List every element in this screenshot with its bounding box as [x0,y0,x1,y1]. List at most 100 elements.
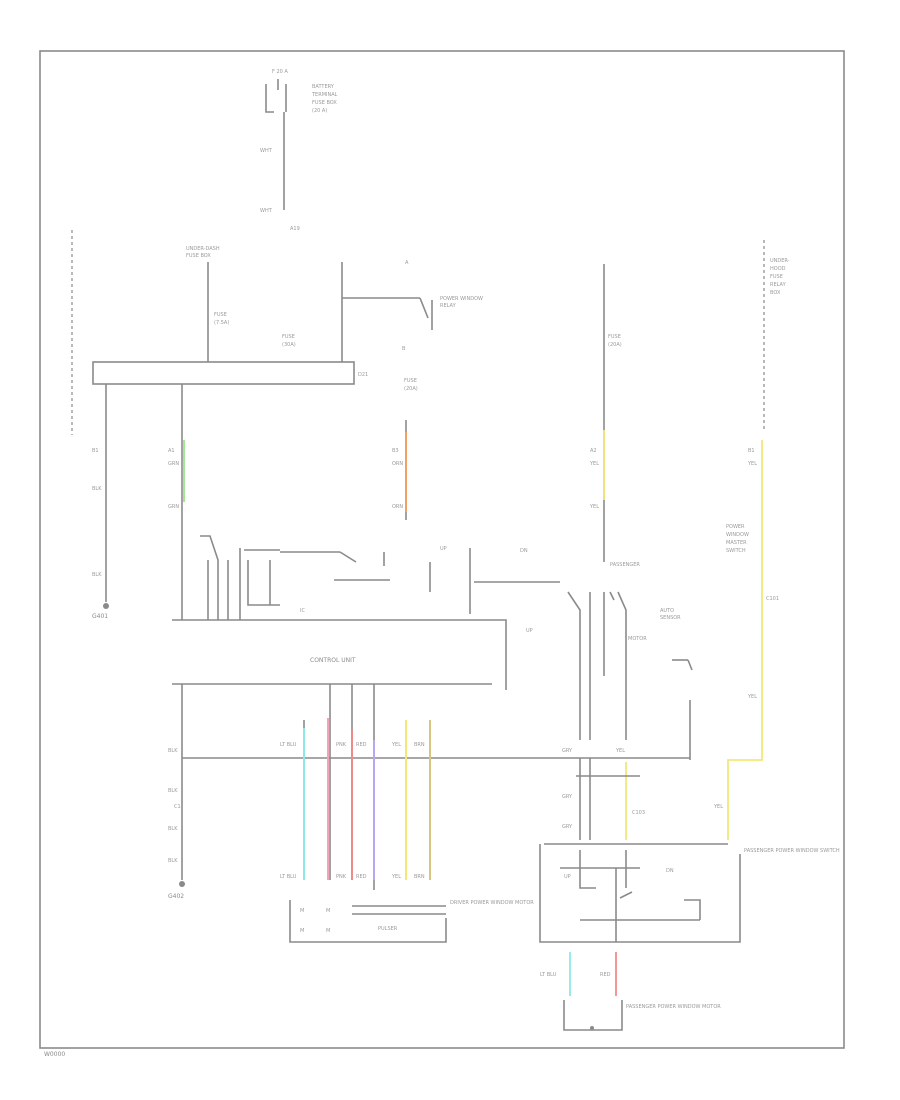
svg-text:LT BLU: LT BLU [280,874,297,880]
svg-text:C103: C103 [632,810,645,816]
svg-text:B3: B3 [392,448,399,454]
junction-block [92,361,355,385]
svg-text:LT BLU: LT BLU [540,972,557,978]
passenger-motor-label: PASSENGER POWER WINDOW MOTOR [626,1004,721,1010]
svg-text:A: A [405,260,409,266]
svg-text:WHT: WHT [260,148,273,154]
svg-text:TERMINAL: TERMINAL [311,92,338,98]
left-ground-branch: B1 BLK BLK G401 [92,384,109,620]
svg-text:FUSE: FUSE [608,334,621,340]
battery-fuse-group: F 20 A BATTERY TERMINAL FUSE BOX (20 A) … [260,69,338,232]
svg-text:BRN: BRN [414,874,425,880]
svg-text:YEL: YEL [713,804,723,810]
svg-text:FUSE BOX: FUSE BOX [186,253,211,259]
svg-text:YEL: YEL [747,694,757,700]
svg-text:GRN: GRN [168,504,179,510]
svg-text:(30A): (30A) [282,342,296,348]
svg-text:POWER: POWER [726,524,745,530]
svg-text:GRY: GRY [562,748,573,754]
svg-text:MOTOR: MOTOR [628,636,647,642]
control-unit-label: CONTROL UNIT [310,657,356,664]
svg-text:M: M [300,928,304,934]
svg-text:AUTO: AUTO [660,608,674,614]
far-right-supply: UNDER- HOOD FUSE RELAY BOX B1 YEL POWER … [713,240,790,840]
svg-text:RED: RED [600,972,611,978]
svg-text:UNDER-DASH: UNDER-DASH [186,246,220,252]
pulser-box: DRIVER POWER WINDOW MOTOR PULSER M M M M [289,900,534,943]
svg-text:YEL: YEL [391,742,401,748]
passenger-switch-box: PASSENGER POWER WINDOW SWITCH DN UP [539,843,840,943]
svg-text:DN: DN [666,868,674,874]
svg-text:FUSE: FUSE [214,312,227,318]
svg-text:LT BLU: LT BLU [280,742,297,748]
svg-text:C1: C1 [174,804,181,810]
control-unit-box: CONTROL UNIT [172,619,507,690]
svg-text:ORN: ORN [392,461,403,467]
svg-text:(20A): (20A) [404,386,418,392]
svg-text:UP: UP [440,546,447,552]
passenger-lower-wires: GRY YEL GRY GRY C103 [562,748,645,840]
svg-text:BLK: BLK [92,486,102,492]
svg-text:M: M [326,908,330,914]
svg-text:ORN: ORN [392,504,403,510]
svg-text:A1: A1 [168,448,175,454]
svg-text:UP: UP [564,874,571,880]
svg-text:B: B [402,346,406,352]
svg-text:RELAY: RELAY [770,282,787,288]
svg-text:FUSE BOX: FUSE BOX [312,100,337,106]
svg-text:YEL: YEL [615,748,625,754]
svg-text:BRN: BRN [414,742,425,748]
svg-text:PNK: PNK [336,874,347,880]
svg-text:YEL: YEL [589,504,599,510]
svg-text:M: M [326,928,330,934]
svg-text:GRN: GRN [168,461,179,467]
svg-text:D21: D21 [358,372,368,378]
svg-text:BLK: BLK [168,826,178,832]
svg-text:YEL: YEL [747,461,757,467]
svg-text:DN: DN [520,548,528,554]
svg-text:UNDER-: UNDER- [770,258,790,264]
svg-text:A19: A19 [290,226,300,232]
svg-text:WINDOW: WINDOW [726,532,749,538]
svg-text:WHT: WHT [260,208,273,214]
ground-left-bottom-label: G402 [168,893,184,900]
svg-text:BLK: BLK [168,788,178,794]
svg-text:SENSOR: SENSOR [660,615,681,621]
svg-text:(20 A): (20 A) [312,108,327,114]
svg-text:M: M [300,908,304,914]
svg-text:BOX: BOX [770,290,781,296]
svg-text:YEL: YEL [589,461,599,467]
svg-text:POWER WINDOW: POWER WINDOW [440,296,483,302]
pulser-label: PULSER [378,926,398,932]
svg-text:(7.5A): (7.5A) [214,320,229,326]
svg-text:B1: B1 [92,448,99,454]
pulser-wires: LT BLU PNK RED YEL BRN LT BLU PNK RED YE… [280,684,431,890]
svg-text:PNK: PNK [336,742,347,748]
svg-text:GRY: GRY [562,794,573,800]
diagram-frame [39,50,845,1049]
passenger-switch-label: PASSENGER POWER WINDOW SWITCH [744,848,840,854]
svg-text:BLK: BLK [168,748,178,754]
driver-motor-label: DRIVER POWER WINDOW MOTOR [450,900,534,906]
svg-text:FUSE: FUSE [404,378,417,384]
svg-text:F 20 A: F 20 A [272,69,288,75]
passenger-switch-upper: PASSENGER AUTO SENSOR UP MOTOR [526,562,693,760]
svg-text:BLK: BLK [168,858,178,864]
svg-text:C101: C101 [766,596,779,602]
svg-text:FUSE: FUSE [770,274,783,280]
svg-text:(20A): (20A) [608,342,622,348]
svg-text:HOOD: HOOD [770,266,786,272]
switch-mechanism: IC UP DN [200,535,560,620]
svg-text:YEL: YEL [391,874,401,880]
svg-text:RED: RED [356,874,367,880]
svg-text:IC: IC [300,608,305,614]
page-code: W0000 [44,1051,65,1058]
ground-left-label: G401 [92,613,108,620]
passenger-label: PASSENGER [610,562,640,568]
svg-text:BLK: BLK [92,572,102,578]
svg-text:RELAY: RELAY [440,303,457,309]
svg-text:A2: A2 [590,448,597,454]
svg-text:GRY: GRY [562,824,573,830]
passenger-motor: LT BLU RED PASSENGER POWER WINDOW MOTOR [540,952,721,1031]
svg-text:RED: RED [356,742,367,748]
